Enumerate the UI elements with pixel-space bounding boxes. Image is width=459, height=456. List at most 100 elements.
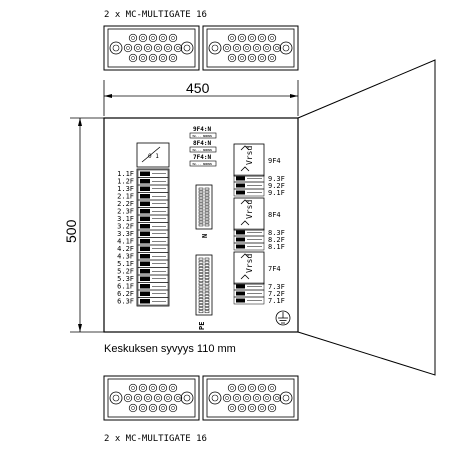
gland-hole-small [257, 403, 267, 413]
breaker-label: 4.1F [117, 238, 134, 246]
gland-hole-inner [211, 44, 219, 52]
gland-hole-small [242, 43, 252, 53]
terminal-slot [204, 282, 210, 286]
gland-hole-small-inner [141, 36, 145, 40]
terminal-slot [204, 199, 210, 203]
terminal-slot [198, 276, 204, 279]
breaker-label: 3.2F [117, 223, 134, 231]
terminal-slot [204, 276, 210, 279]
gland-hole-small [272, 43, 282, 53]
breaker-label: 1.2F [117, 178, 134, 186]
gland-hole-small [133, 393, 143, 403]
breaker-module [137, 297, 169, 306]
gland-hole-small-inner [131, 386, 135, 390]
gland-hole-small-inner [161, 406, 165, 410]
gland-hole-small-inner [240, 36, 244, 40]
height-dim-text: 500 [63, 219, 79, 243]
feeder-tag-title: 8F4:N [193, 140, 211, 147]
open-door [297, 59, 436, 376]
gland-hole-small-inner [131, 36, 135, 40]
gland-hole-small-inner [235, 396, 239, 400]
terminal-slot [198, 187, 204, 191]
gland-hole-small [227, 33, 237, 43]
gland-hole-small [267, 383, 277, 393]
gland-hole-small-inner [151, 56, 155, 60]
breaker-toggle [140, 171, 150, 176]
breaker-toggle [140, 194, 150, 199]
gland-hole-small-inner [151, 406, 155, 410]
gland-hole-small-inner [136, 46, 140, 50]
breaker-label: 5.2F [117, 268, 134, 276]
breaker-label: 5.3F [117, 275, 134, 283]
terminal-slot [204, 270, 210, 273]
gland-hole-small-inner [141, 56, 145, 60]
gland-hole-small-inner [230, 406, 234, 410]
terminal-slot [198, 199, 204, 203]
gland-hole-small [168, 53, 178, 63]
gland-hole-small-inner [250, 56, 254, 60]
gland-hole-small [257, 33, 267, 43]
breaker-toggle [236, 244, 245, 249]
terminal-slot [204, 263, 210, 267]
gland-hole-small [158, 383, 168, 393]
gland-hole-small [247, 383, 257, 393]
gland-hole-small-inner [235, 46, 239, 50]
gland-hole-small [128, 383, 138, 393]
rcd-arrow [240, 199, 250, 205]
top-gland-plates [103, 25, 299, 71]
breaker-label: 6.3F [117, 298, 134, 306]
gland-hole-large [180, 41, 194, 55]
gland-hole-small [148, 53, 158, 63]
breaker-label: 5.1F [117, 260, 134, 268]
gland-hole-small [252, 43, 262, 53]
breaker-toggle [236, 190, 245, 195]
gland-hole-small-inner [270, 386, 274, 390]
gland-hole-small-inner [126, 46, 130, 50]
breaker-module [233, 296, 265, 305]
terminal-slot [204, 187, 210, 191]
gland-hole-small-inner [230, 36, 234, 40]
gland-hole-small-inner [141, 406, 145, 410]
gland-hole-small [227, 53, 237, 63]
feeder-tag-plate [189, 132, 217, 139]
top-gland-label: 2 x MC-MULTIGATE 16 [104, 10, 207, 20]
terminal-slot [198, 190, 204, 194]
depth-note: Keskuksen syvyys 110 mm [104, 343, 236, 355]
breaker-toggle [140, 231, 150, 236]
gland-hole-small-inner [245, 396, 249, 400]
gland-hole-small [173, 393, 183, 403]
gland-hole-small-inner [250, 406, 254, 410]
gland-hole-small [232, 43, 242, 53]
gland-hole-small [237, 383, 247, 393]
gland-hole-small [158, 53, 168, 63]
breaker-label: 2.2F [117, 200, 134, 208]
gland-hole-small [128, 33, 138, 43]
left-breaker-column: 0 1 1.1F1.2F1.3F2.1F2.2F2.3F3.1F3.2F3.3F… [117, 142, 170, 307]
breaker-label: 6.2F [117, 290, 134, 298]
gland-hole-small [138, 403, 148, 413]
n-terminal-block [195, 184, 213, 230]
gland-hole-small-inner [176, 46, 180, 50]
breaker-toggle [140, 299, 150, 304]
terminal-slot [198, 220, 204, 224]
terminal-slot [204, 267, 210, 270]
terminal-slot [204, 196, 210, 200]
breaker-toggle [140, 276, 150, 281]
terminal-slot [204, 217, 210, 221]
gland-hole-small [123, 43, 133, 53]
main-switch-text: 0 1 [148, 153, 159, 160]
bottom-gland-plates [103, 375, 299, 421]
terminal-slot [204, 273, 210, 276]
gland-hole-small [138, 53, 148, 63]
breaker-toggle [140, 261, 150, 266]
rcd-block [233, 197, 265, 231]
breaker-toggle [236, 298, 245, 303]
gland-hole-small [158, 33, 168, 43]
terminal-slot [204, 310, 210, 314]
gland-hole-small [232, 393, 242, 403]
gland-hole-small-inner [171, 36, 175, 40]
terminal-slot [198, 217, 204, 221]
breaker-toggle [140, 216, 150, 221]
